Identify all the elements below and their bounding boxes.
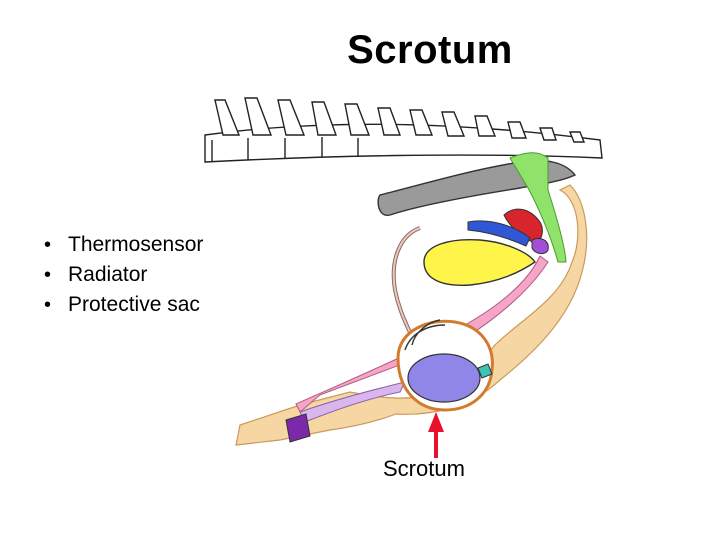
glans bbox=[285, 413, 311, 443]
urethra bbox=[295, 255, 549, 413]
bullet-dot-icon: • bbox=[44, 264, 52, 286]
bullet-item: • Thermosensor bbox=[44, 230, 203, 260]
spine bbox=[204, 97, 603, 163]
gland-blue bbox=[467, 220, 531, 247]
epididymis bbox=[477, 363, 493, 379]
bullet-list: • Thermosensor • Radiator • Protective sac bbox=[44, 230, 203, 320]
bullet-dot-icon: • bbox=[44, 294, 52, 316]
page-title: Scrotum bbox=[347, 28, 513, 72]
bullet-text: Protective sac bbox=[68, 293, 200, 316]
bladder bbox=[423, 238, 536, 286]
bullet-text: Thermosensor bbox=[68, 233, 204, 256]
retractor-muscle bbox=[509, 152, 567, 263]
bullet-item: • Protective sac bbox=[44, 290, 203, 320]
body-tissue bbox=[235, 184, 588, 446]
scrotum-callout-label: Scrotum bbox=[383, 456, 465, 481]
ductus-deferens-inner bbox=[392, 227, 421, 346]
penis-body bbox=[299, 381, 406, 423]
gland-purple bbox=[531, 237, 549, 255]
testis bbox=[407, 353, 481, 403]
spermatic-cord bbox=[404, 319, 446, 351]
bullet-dot-icon: • bbox=[44, 234, 52, 256]
arrow-up-icon bbox=[428, 412, 444, 458]
bullet-item: • Radiator bbox=[44, 260, 203, 290]
bullet-text: Radiator bbox=[68, 263, 148, 286]
